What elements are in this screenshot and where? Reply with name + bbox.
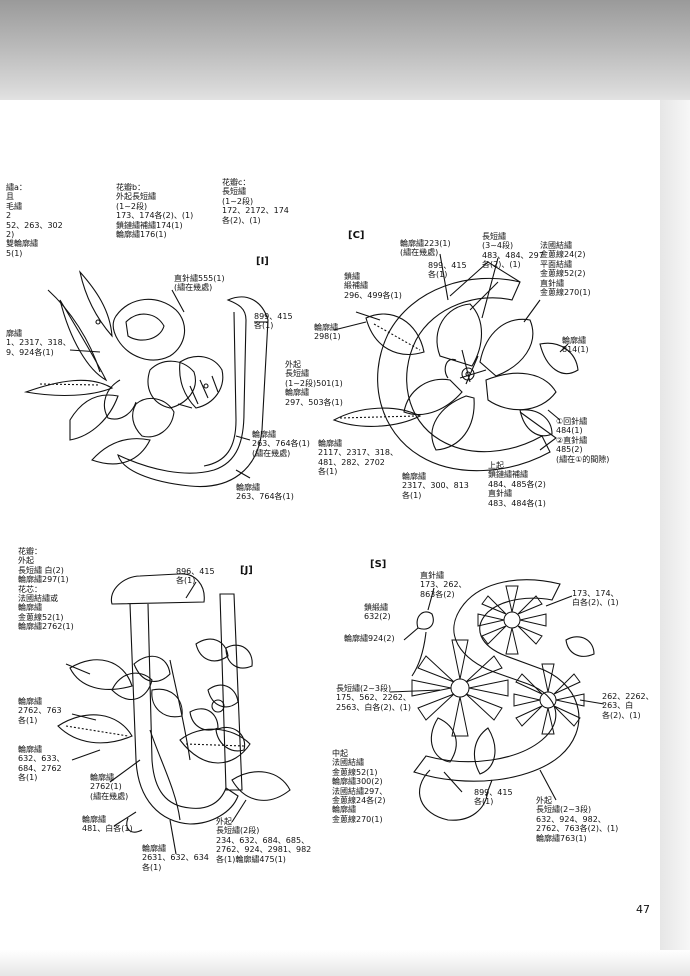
note-C-outline-223: 輪廓繡223(1) (繡在幾處) — [400, 239, 451, 258]
note-C-french-knot: 法國結繡 金蔥線24(2) 平面結繡 金蔥線52(2) 直針繡 金蔥線270(1… — [540, 241, 591, 298]
note-S-letter-colors: 899、415 各(1) — [474, 788, 513, 807]
page-gutter-shadow — [660, 100, 690, 976]
note-I-straight-stitch: 直針繡555(1) (繡在幾處) — [174, 274, 225, 293]
panel-label-C: [C] — [348, 230, 365, 241]
note-I-petal-a: 繡a： 且 毛繡 2 52、263、302 2) 雙輪廓繡 5(1) — [6, 183, 63, 258]
note-J-outline-632: 輪廓繡 632、633、 684、2762 各(1) — [18, 745, 65, 783]
pattern-I — [23, 270, 269, 488]
note-S-outline-924: 輪廓繡924(2) — [344, 634, 395, 643]
note-C-satin-fill: 鎖繡 緞補繡 296、499各(1) — [344, 272, 402, 300]
panel-label-I: [I] — [256, 256, 269, 267]
note-I-outline-bottom: 輪廓繡 263、764各(1) — [236, 483, 294, 502]
note-J-outline-2762-763: 輪廓繡 2762、763 各(1) — [18, 697, 62, 725]
note-S-long-short: 長短繡(2~3段) 175、562、2262、 2563、白各(2)、(1) — [336, 684, 412, 712]
note-S-outer-long-short: 外起 長短繡(2~3段) 632、924、982、 2762、763各(2)、(… — [536, 796, 619, 843]
note-I-outline-several: 輪廓繡 263、764各(1) (繡在幾處) — [252, 430, 310, 458]
note-I-letter-colors: 899、415 各(1) — [254, 312, 293, 331]
note-C-back-stitch: ①回針繡 484(1) ②直針繡 485(2) (繡在①的間隙) — [556, 417, 610, 464]
note-C-chain-fill: 上起 鎖鏈繡補繡 484、485各(2) 直針繡 483、484各(1) — [488, 461, 546, 508]
note-I-petal-c: 花瓣c： 長短繡 (1~2段) 172、2172、174 各(2)、(1) — [222, 178, 289, 225]
note-C-outline-leaf: 輪廓繡 2117、2317、318、 481、282、2702 各(1) — [318, 439, 398, 477]
note-S-colors-262: 262、2262、 263、白 各(2)、(1) — [602, 692, 654, 720]
note-S-colors-173: 173、174、 白各(2)、(1) — [572, 589, 619, 608]
note-C-letter-colors: 899、415 各(1) — [428, 261, 467, 280]
note-S-chain-satin: 鎖緞繡 632(2) — [364, 603, 391, 622]
note-J-outer-long-short: 外起 長短繡(2段) 234、632、684、685、 2762、924、298… — [216, 817, 312, 864]
note-J-outline-481: 輪廓繡 481、白各(1) — [82, 815, 133, 834]
pattern-J — [57, 573, 291, 855]
note-J-petal-center: 花瓣： 外起 長短繡 白(2) 輪廓繡297(1) 花芯： 法國結繡或 輪廓繡 … — [18, 547, 74, 632]
scan-shadow-bottom — [0, 950, 690, 976]
book-page — [0, 100, 665, 976]
note-J-outline-2631: 輪廓繡 2631、632、634 各(1) — [142, 844, 209, 872]
note-C-outline-814: 輪廓繡 814(1) — [562, 336, 589, 355]
note-I-petal-b: 花瓣b： 外起長短繡 (1~2段) 173、174各(2)、(1) 鎖鏈繡補繡1… — [116, 183, 194, 240]
panel-label-J: [J] — [240, 565, 253, 576]
pattern-C — [332, 253, 579, 472]
note-J-letter-colors: 896、415 各(1) — [176, 567, 215, 586]
note-C-outline-298: 輪廓繡 298(1) — [314, 323, 341, 342]
scan-shadow-top — [0, 0, 690, 115]
note-C-long-short: 長短繡 (3~4段) 483、484、297 各(2)、(1) — [482, 232, 544, 270]
note-C-outline-2317: 輪廓繡 2317、300、813 各(1) — [402, 472, 469, 500]
panel-label-S: [S] — [370, 559, 387, 570]
note-S-center-french-knot: 中起 法國結繡 金蔥線52(1) 輪廓繡300(2) 法國結繡297、 金蔥線2… — [332, 749, 388, 824]
note-I-leaf-outline: 廓繡 1、2317、318、 9、924各(1) — [6, 329, 71, 357]
note-J-outline-several: 輪廓繡 2762(1) (繡在幾處) — [90, 773, 129, 801]
note-S-straight-stitch: 直針繡 173、262、 863各(2) — [420, 571, 467, 599]
pattern-S — [389, 579, 605, 821]
page-number: 47 — [636, 903, 650, 916]
note-I-outer-long-short: 外起 長短繡 (1~2段)501(1) 輪廓繡 297、503各(1) — [285, 360, 343, 407]
